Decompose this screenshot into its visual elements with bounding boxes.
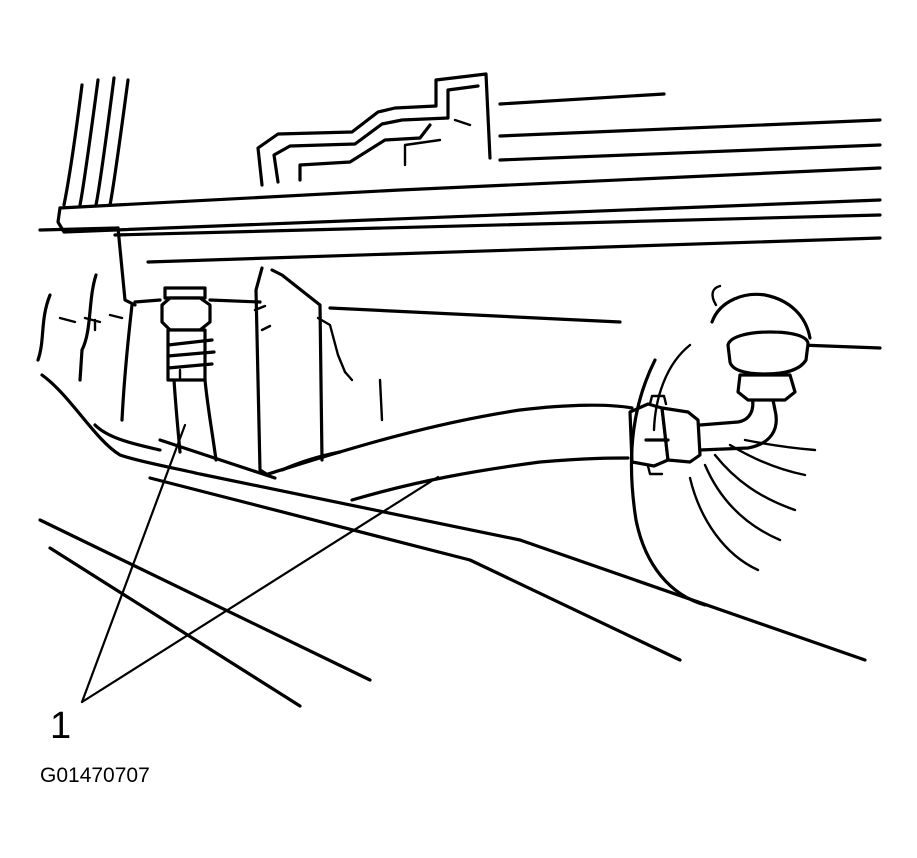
right-elbow-cap	[698, 284, 812, 452]
curved-flange-lines	[629, 343, 817, 607]
top-right-lines	[498, 92, 882, 162]
left-hose-fitting	[160, 286, 216, 382]
left-bracket	[36, 226, 137, 422]
right-hose-coupling	[628, 394, 702, 476]
horizontal-hose	[266, 403, 634, 502]
mid-panel-edge	[133, 298, 882, 350]
lower-frame	[38, 373, 867, 708]
callout-label: 1	[50, 705, 71, 747]
callout-leaders	[80, 423, 440, 704]
vertical-lines-upper-left	[62, 76, 130, 207]
center-cover	[253, 266, 384, 477]
upper-stepped-outline	[256, 72, 492, 187]
upper-panel	[38, 166, 882, 264]
figure-id: G01470707	[40, 764, 150, 787]
